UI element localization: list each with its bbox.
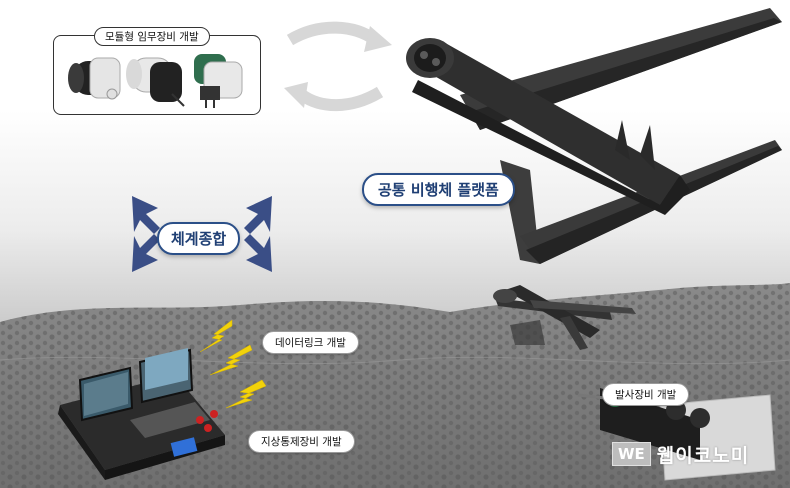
module-equipment-panel xyxy=(53,35,261,115)
ground-control-label: 지상통제장비 개발 xyxy=(248,430,355,453)
watermark: WE 웹이코노미 xyxy=(612,440,749,468)
datalink-label: 데이터링크 개발 xyxy=(262,331,359,354)
common-platform-label: 공통 비행체 플랫폼 xyxy=(362,173,515,206)
module-mission-label: 모듈형 임무장비 개발 xyxy=(94,27,210,46)
launcher-label: 발사장비 개발 xyxy=(602,383,690,406)
watermark-text: 웹이코노미 xyxy=(656,444,750,467)
module-equipment-image xyxy=(68,54,243,108)
integration-label: 체계종합 xyxy=(157,222,241,255)
watermark-badge: WE xyxy=(612,442,651,466)
